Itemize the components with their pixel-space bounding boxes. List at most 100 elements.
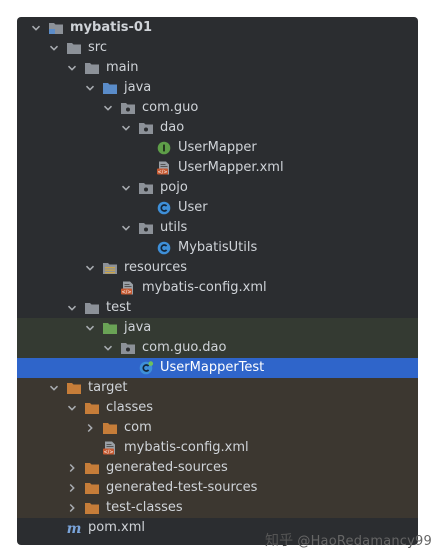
tree-node-java[interactable]: java <box>17 78 418 98</box>
folder-icon <box>84 61 100 75</box>
tree-node-classes[interactable]: classes <box>17 398 418 418</box>
chevron-down-icon[interactable] <box>102 102 114 114</box>
spacer <box>48 522 60 534</box>
package-icon <box>138 121 154 135</box>
tree-node-mybatis-config-xml[interactable]: </> mybatis-config.xml <box>17 278 418 298</box>
tree-node-usermappertest-selected[interactable]: UserMapperTest <box>17 358 418 378</box>
tree-node-label: java <box>124 320 152 335</box>
watermark-handle: @HaoRedamancy99 <box>297 534 432 549</box>
svg-text:m: m <box>67 521 82 535</box>
spacer <box>138 162 150 174</box>
tree-node-label: MybatisUtils <box>178 240 258 255</box>
spacer <box>138 142 150 154</box>
tree-node-label: pojo <box>160 180 188 195</box>
tree-node-label: java <box>124 80 152 95</box>
chevron-down-icon[interactable] <box>66 302 78 314</box>
tree-node-label: src <box>88 40 107 55</box>
tree-node-label: test <box>106 300 131 315</box>
class-icon <box>156 201 172 215</box>
tree-node-dao[interactable]: dao <box>17 118 418 138</box>
xml-file-icon: </> <box>120 281 136 295</box>
tree-node-com-guo-dao[interactable]: com.guo.dao <box>17 338 418 358</box>
tree-node-main[interactable]: main <box>17 58 418 78</box>
tree-node-com[interactable]: com <box>17 418 418 438</box>
tree-node-pom-xml[interactable]: m pom.xml <box>17 518 418 538</box>
spacer <box>120 362 132 374</box>
source-folder-icon <box>102 81 118 95</box>
chevron-right-icon[interactable] <box>84 422 96 434</box>
tree-node-label: mybatis-01 <box>70 20 152 35</box>
maven-pom-icon: m <box>66 521 82 535</box>
tree-node-label: mybatis-config.xml <box>142 280 267 295</box>
tree-node-label: target <box>88 380 128 395</box>
tree-node-label: UserMapper <box>178 140 257 155</box>
chevron-down-icon[interactable] <box>102 342 114 354</box>
chevron-down-icon[interactable] <box>84 322 96 334</box>
tree-node-label: test-classes <box>106 500 183 515</box>
chevron-down-icon[interactable] <box>48 382 60 394</box>
svg-text:</>: </> <box>103 449 113 455</box>
tree-node-label: User <box>178 200 208 215</box>
chevron-down-icon[interactable] <box>66 62 78 74</box>
chevron-down-icon[interactable] <box>30 22 42 34</box>
test-source-folder-icon <box>102 321 118 335</box>
spacer <box>102 282 114 294</box>
excluded-folder-icon <box>102 421 118 435</box>
chevron-down-icon[interactable] <box>66 402 78 414</box>
svg-text:</>: </> <box>121 289 131 295</box>
package-icon <box>120 341 136 355</box>
class-icon <box>156 241 172 255</box>
test-folder-highlight <box>17 318 418 358</box>
tree-node-resources[interactable]: resources <box>17 258 418 278</box>
tree-node-mybatis-01[interactable]: mybatis-01 <box>17 18 418 38</box>
package-icon <box>138 181 154 195</box>
tree-node-label: classes <box>106 400 154 415</box>
tree-node-java[interactable]: java <box>17 318 418 338</box>
tree-node-usermapper[interactable]: UserMapper <box>17 138 418 158</box>
tree-node-usermapper-xml[interactable]: </>UserMapper.xml <box>17 158 418 178</box>
tree-node-src[interactable]: src <box>17 38 418 58</box>
xml-file-icon: </> <box>102 441 118 455</box>
tree-node-mybatisutils[interactable]: MybatisUtils <box>17 238 418 258</box>
chevron-right-icon[interactable] <box>66 502 78 514</box>
excluded-folder-icon <box>84 461 100 475</box>
excluded-folder-icon <box>84 401 100 415</box>
chevron-down-icon[interactable] <box>120 182 132 194</box>
target-folder-highlight <box>17 378 418 518</box>
tree-node-utils[interactable]: utils <box>17 218 418 238</box>
tree-node-label: generated-test-sources <box>106 480 258 495</box>
watermark: 知乎@HaoRedamancy99 <box>265 530 432 550</box>
folder-icon <box>84 301 100 315</box>
tree-node-label: main <box>106 60 139 75</box>
tree-node-label: utils <box>160 220 188 235</box>
folder-icon <box>66 41 82 55</box>
module-folder-icon <box>48 21 64 35</box>
tree-node-pojo[interactable]: pojo <box>17 178 418 198</box>
chevron-down-icon[interactable] <box>120 222 132 234</box>
tree-node-target[interactable]: target <box>17 378 418 398</box>
tree-node-label: pom.xml <box>88 520 145 535</box>
package-icon <box>138 221 154 235</box>
chevron-down-icon[interactable] <box>84 82 96 94</box>
chevron-down-icon[interactable] <box>84 262 96 274</box>
tree-node-label: UserMapperTest <box>160 360 265 375</box>
chevron-down-icon[interactable] <box>48 42 60 54</box>
tree-node-user[interactable]: User <box>17 198 418 218</box>
tree-node-mybatis-config-xml[interactable]: </>mybatis-config.xml <box>17 438 418 458</box>
tree-node-generated-test-sources[interactable]: generated-test-sources <box>17 478 418 498</box>
chevron-right-icon[interactable] <box>66 482 78 494</box>
tree-node-com-guo[interactable]: com.guo <box>17 98 418 118</box>
tree-node-test-classes[interactable]: test-classes <box>17 498 418 518</box>
package-icon <box>120 101 136 115</box>
tree-node-label: resources <box>124 260 188 275</box>
interface-icon <box>156 141 172 155</box>
excluded-folder-icon <box>66 381 82 395</box>
chevron-right-icon[interactable] <box>66 462 78 474</box>
tree-node-generated-sources[interactable]: generated-sources <box>17 458 418 478</box>
tree-node-test[interactable]: test <box>17 298 418 318</box>
xml-file-icon: </> <box>156 161 172 175</box>
tree-node-label: com.guo <box>142 100 199 115</box>
tree-node-label: com <box>124 420 152 435</box>
chevron-down-icon[interactable] <box>120 122 132 134</box>
